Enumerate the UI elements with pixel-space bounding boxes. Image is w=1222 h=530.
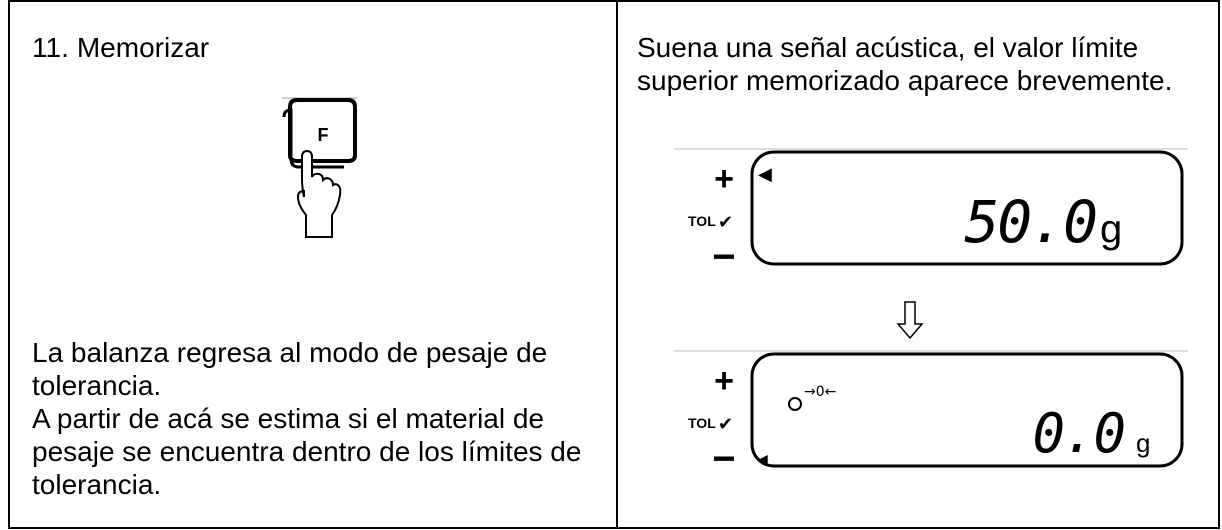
step-title: Memorizar [76, 32, 210, 63]
lcd-frame [750, 150, 1184, 266]
stability-circle-icon [788, 397, 802, 411]
plus-indicator: + [714, 160, 734, 198]
display-value: 0.0 [1032, 402, 1124, 465]
down-arrow-icon [896, 301, 924, 340]
display-value: 50.0 [964, 188, 1096, 256]
display-upper-limit: + TOL ✔ − ◀ 50.0 g [674, 148, 1188, 274]
display-unit: g [1136, 428, 1150, 458]
f-key-press-illustration: F [282, 97, 357, 238]
display-unit: g [1100, 207, 1122, 251]
tol-label: TOL [688, 213, 716, 229]
tolerance-check-icon: ✔ [718, 414, 733, 435]
minus-indicator: − [712, 437, 735, 476]
tol-label: TOL [688, 415, 716, 431]
table-frame [8, 0, 1220, 529]
right-description: Suena una señal acústica, el valor límit… [637, 32, 1173, 96]
column-divider [616, 0, 618, 529]
lcd-frame [750, 352, 1184, 468]
plus-indicator: + [714, 362, 734, 400]
display-tolerance-weighing: + TOL ✔ − →0← ◀ 0.0 g [674, 350, 1188, 476]
pointing-hand-icon [296, 149, 342, 238]
left-paragraph-2: A partir de acá se estima si el material… [32, 403, 582, 500]
step-heading: 11.Memorizar [32, 31, 209, 65]
zero-indicator: →0← [804, 384, 836, 400]
triangle-marker-icon: ◀ [758, 164, 772, 185]
step-number: 11. [32, 32, 69, 63]
minus-indicator: − [712, 235, 735, 274]
key-letter: F [318, 125, 329, 145]
triangle-marker-icon: ◀ [757, 452, 768, 468]
f-key-icon: F [282, 98, 357, 169]
tolerance-check-icon: ✔ [718, 212, 733, 233]
left-paragraph-1: La balanza regresa al modo de pesaje de … [32, 337, 548, 401]
